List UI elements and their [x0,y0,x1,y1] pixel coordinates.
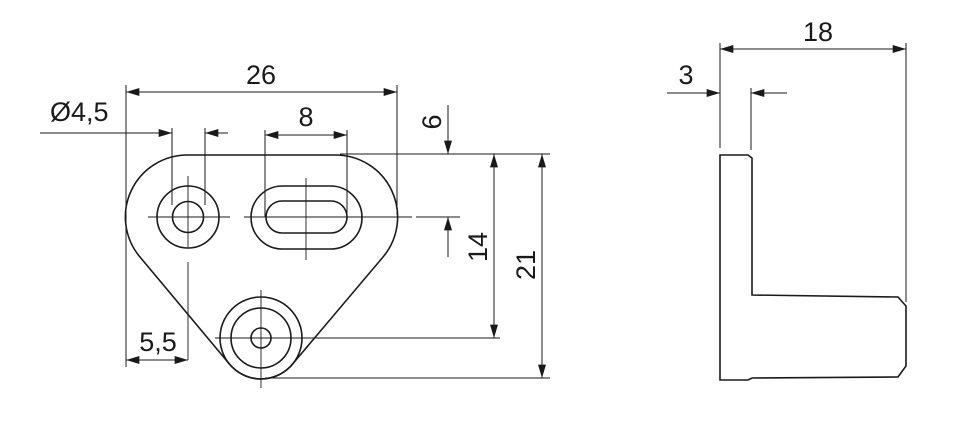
extension-lines [125,85,550,379]
dim-label-overall-depth: 18 [803,17,833,47]
dim-label-overall-width: 26 [246,60,276,90]
dim-label-slot-length: 8 [298,102,313,132]
dim-label-edge-offset: 5,5 [139,327,177,357]
front-view: 26 Ø4,5 8 6 14 21 5,5 [40,60,550,388]
dim-label-vertical-spacing: 14 [463,232,493,262]
dim-label-overall-height: 21 [511,250,541,280]
dim-label-slot-offset: 6 [417,114,447,129]
center-lines [148,176,460,388]
side-profile [719,154,907,381]
slot-outer [250,185,363,250]
dim-label-thickness: 3 [678,60,693,90]
dim-label-hole-diameter: Ø4,5 [50,97,109,127]
side-view: 18 3 [667,17,907,381]
